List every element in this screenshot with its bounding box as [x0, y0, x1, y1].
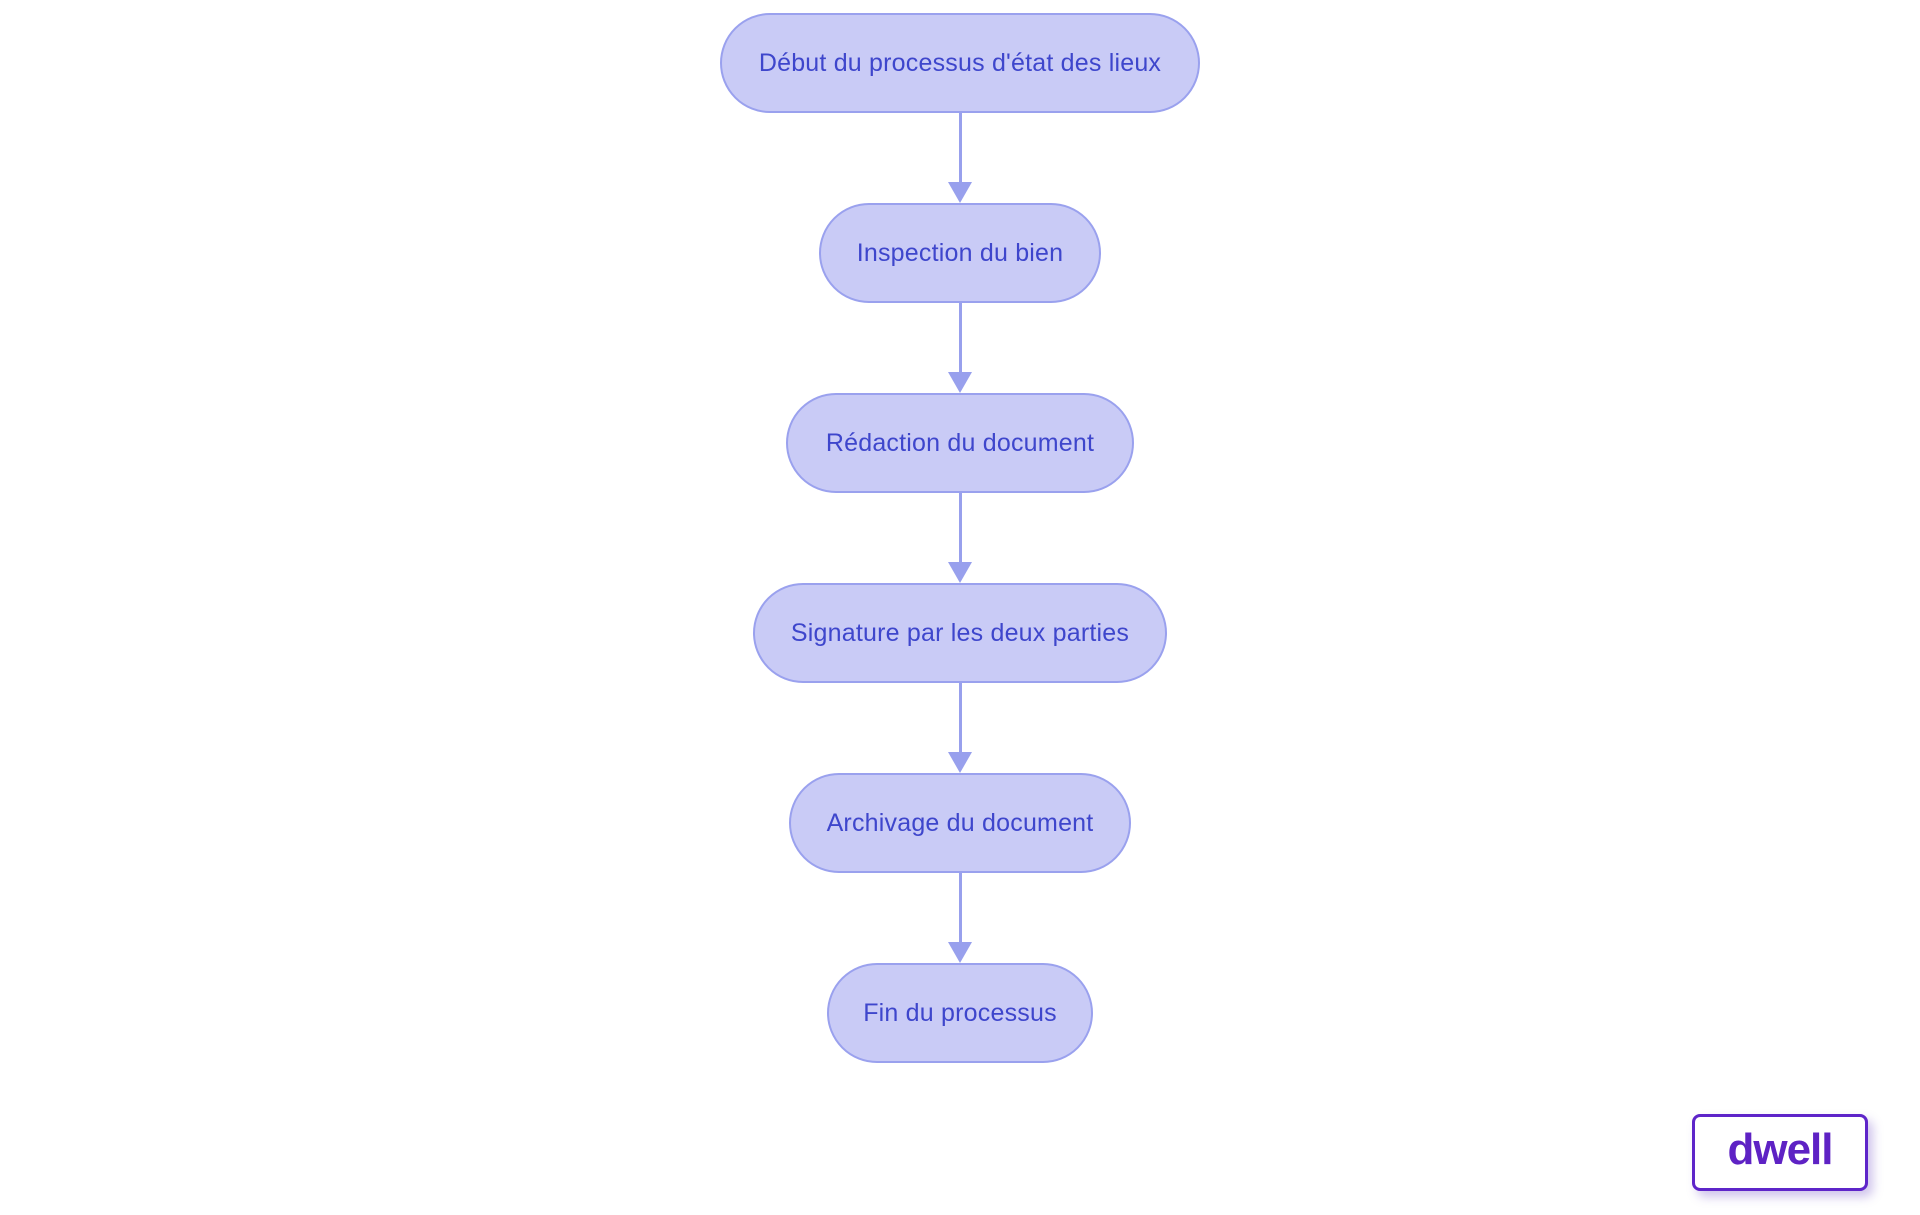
- flowchart: Début du processus d'état des lieux Insp…: [0, 13, 1920, 1063]
- flow-connector: [948, 113, 972, 203]
- connector-line: [958, 303, 962, 372]
- dwell-logo-text: dwell: [1727, 1124, 1833, 1174]
- node-signature: Signature par les deux parties: [753, 583, 1167, 683]
- node-label: Rédaction du document: [825, 428, 1095, 457]
- flow-connector: [948, 873, 972, 963]
- connector-line: [958, 113, 962, 182]
- node-start: Début du processus d'état des lieux: [720, 13, 1200, 113]
- node-label: Fin du processus: [863, 998, 1057, 1027]
- connector-line: [958, 873, 962, 942]
- node-inspection: Inspection du bien: [819, 203, 1101, 303]
- dwell-logo: dwell: [1692, 1114, 1868, 1191]
- node-label: Début du processus d'état des lieux: [758, 48, 1162, 77]
- node-label: Signature par les deux parties: [790, 618, 1130, 647]
- arrow-down-icon: [948, 562, 972, 583]
- node-label: Inspection du bien: [856, 238, 1064, 267]
- node-redaction: Rédaction du document: [786, 393, 1134, 493]
- connector-line: [958, 683, 962, 752]
- arrow-down-icon: [948, 942, 972, 963]
- connector-line: [958, 493, 962, 562]
- flow-connector: [948, 493, 972, 583]
- flow-connector: [948, 683, 972, 773]
- flow-connector: [948, 303, 972, 393]
- node-archivage: Archivage du document: [789, 773, 1131, 873]
- node-end: Fin du processus: [827, 963, 1093, 1063]
- arrow-down-icon: [948, 182, 972, 203]
- arrow-down-icon: [948, 372, 972, 393]
- arrow-down-icon: [948, 752, 972, 773]
- node-label: Archivage du document: [826, 808, 1094, 837]
